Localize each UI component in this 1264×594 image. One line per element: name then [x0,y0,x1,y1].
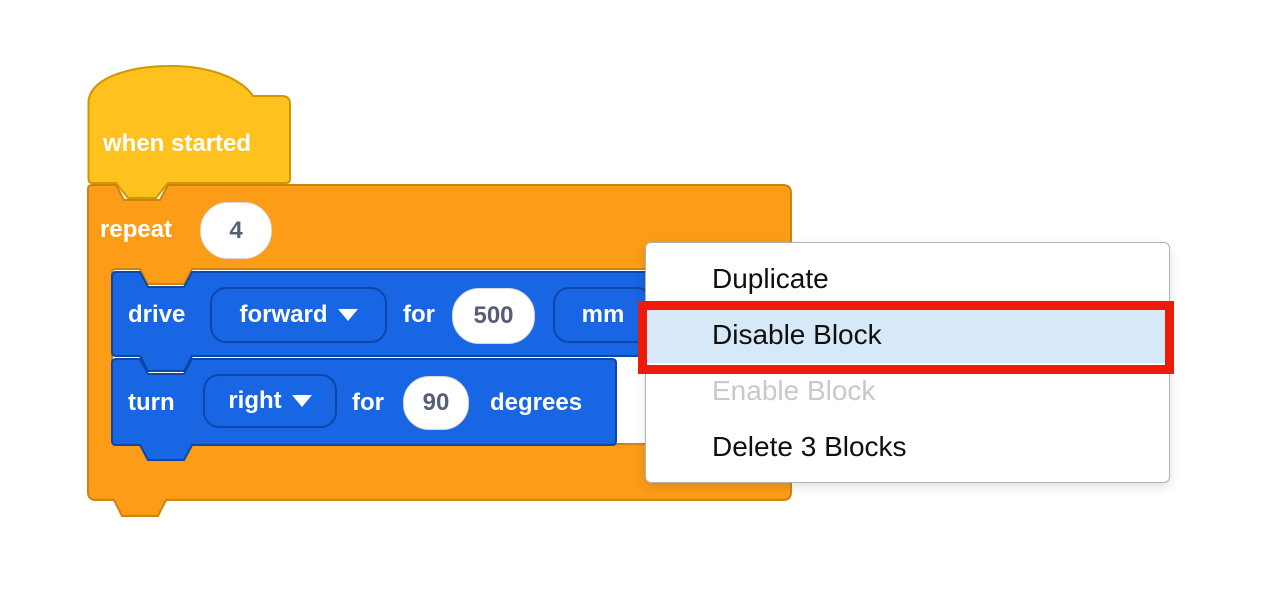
menu-item-delete-blocks[interactable]: Delete 3 Blocks [646,419,1169,475]
drive-distance-input[interactable]: 500 [452,288,535,344]
menu-item-label: Enable Block [712,375,876,406]
turn-label: turn [128,389,175,416]
turn-angle-value: 90 [422,389,450,416]
turn-direction-value: right [228,387,282,414]
drive-label: drive [128,301,186,328]
menu-item-label: Delete 3 Blocks [712,431,907,462]
when-started-hat-block[interactable] [83,62,297,202]
drive-for-label: for [403,301,435,328]
repeat-count-input[interactable]: 4 [200,202,272,259]
dropdown-arrow-icon [291,395,312,407]
menu-item-disable-block[interactable]: Disable Block [646,307,1169,363]
turn-for-label: for [352,389,384,416]
repeat-count-value: 4 [229,216,243,244]
menu-item-duplicate[interactable]: Duplicate [646,251,1169,307]
menu-item-enable-block: Enable Block [646,363,1169,419]
dropdown-arrow-icon [337,309,358,321]
block-context-menu: Duplicate Disable Block Enable Block Del… [645,242,1170,483]
drive-unit-value: mm [581,301,625,328]
repeat-label: repeat [100,216,173,243]
turn-angle-input[interactable]: 90 [403,376,469,430]
drive-distance-value: 500 [473,302,514,329]
menu-item-label: Disable Block [712,319,882,350]
menu-item-label: Duplicate [712,263,829,294]
drive-direction-dropdown[interactable]: forward [210,287,387,343]
turn-direction-dropdown[interactable]: right [203,374,337,428]
when-started-label: when started [103,130,252,157]
drive-direction-value: forward [239,301,328,328]
drive-unit-dropdown[interactable]: mm [553,287,653,343]
turn-unit-label: degrees [490,389,583,416]
